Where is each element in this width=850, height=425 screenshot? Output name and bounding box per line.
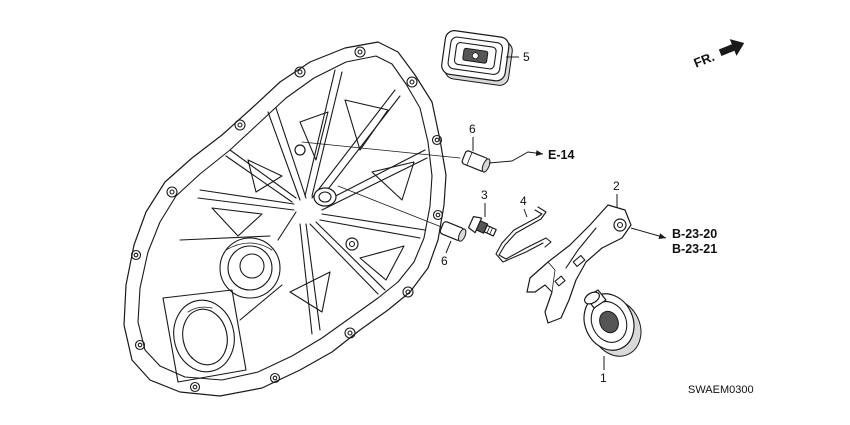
leader-lines	[445, 56, 667, 370]
part-2-drawing	[526, 204, 632, 324]
part-6-upper-drawing	[461, 150, 491, 173]
reference-b2321: B-23-21	[672, 242, 717, 256]
callout-1: 1	[600, 371, 607, 385]
reference-e14: E-14	[548, 148, 574, 162]
callout-6-lower: 6	[441, 254, 448, 268]
part-3-drawing	[467, 216, 497, 237]
diagram-code: SWAEM0300	[688, 384, 754, 396]
front-direction-indicator: FR.	[692, 39, 745, 71]
part-1-drawing	[583, 289, 642, 357]
front-arrow-icon	[718, 39, 745, 56]
callout-3: 3	[481, 188, 488, 202]
part-4-drawing	[495, 206, 552, 263]
housing-drawing	[123, 41, 461, 397]
part-5-drawing	[441, 30, 513, 86]
callout-2: 2	[613, 179, 620, 193]
callout-4: 4	[520, 194, 527, 208]
part-6-lower-drawing	[439, 221, 467, 242]
callout-5: 5	[523, 50, 530, 64]
direction-label: FR.	[692, 49, 717, 71]
reference-b2320: B-23-20	[672, 227, 717, 241]
callout-6-upper: 6	[469, 122, 476, 136]
